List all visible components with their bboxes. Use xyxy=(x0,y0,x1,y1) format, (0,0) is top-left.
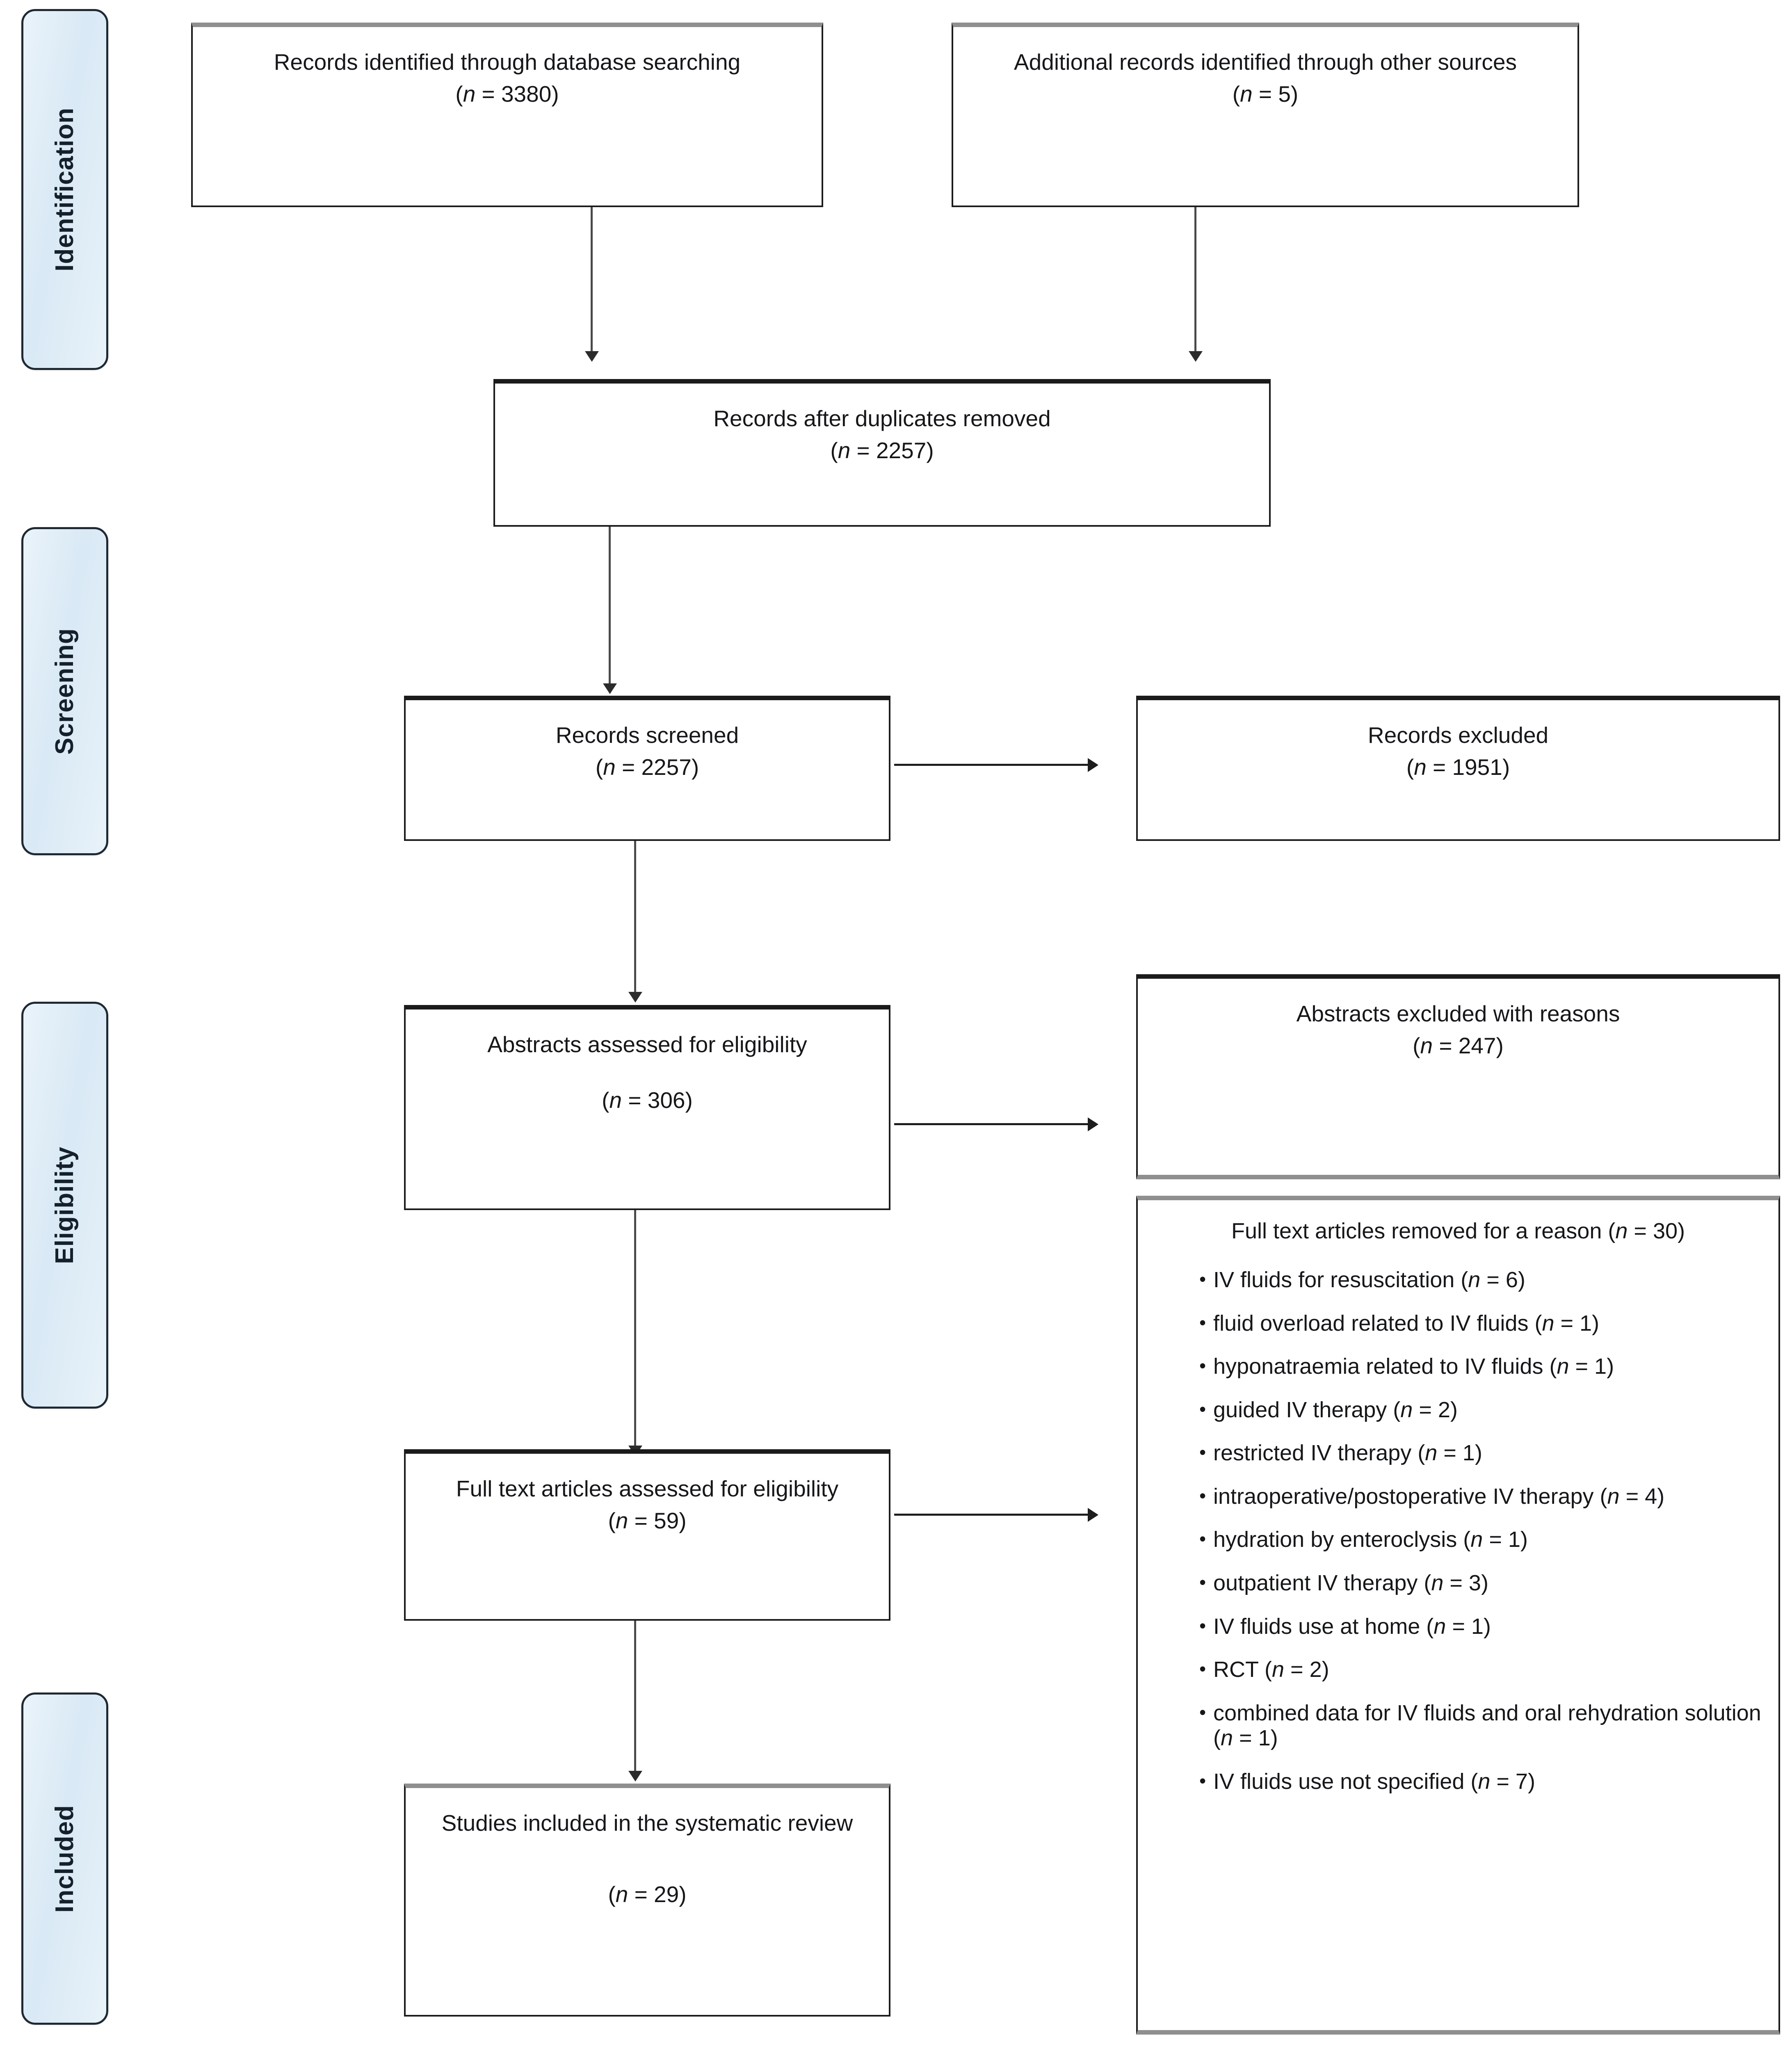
list-item: hyponatraemia related to IV fluids (n = … xyxy=(1199,1354,1762,1380)
list-item: fluid overload related to IV fluids (n =… xyxy=(1199,1311,1762,1336)
box-records-after-duplicates: Records after duplicates removed (n = 22… xyxy=(493,379,1271,527)
list-item: IV fluids use at home (n = 1) xyxy=(1199,1614,1762,1640)
box-fulltext-removed-reasons: Full text articles removed for a reason … xyxy=(1136,1196,1780,2035)
box-fulltext-assessed: Full text articles assessed for eligibil… xyxy=(404,1449,890,1621)
list-item: IV fluids use not specified (n = 7) xyxy=(1199,1769,1762,1795)
stage-label-included: Included xyxy=(50,1804,79,1913)
box-count-abstracts-assessed: (n = 306) xyxy=(602,1087,693,1113)
box-studies-included: Studies included in the systematic revie… xyxy=(404,1784,890,2017)
stage-pill-included: Included xyxy=(21,1692,108,2025)
box-count-database-search: (n = 3380) xyxy=(455,81,559,107)
box-count-fulltext-assessed: (n = 59) xyxy=(608,1508,687,1534)
box-title-fulltext-assessed: Full text articles assessed for eligibil… xyxy=(456,1476,839,1501)
box-records-excluded: Records excluded (n = 1951) xyxy=(1136,696,1780,841)
box-abstracts-excluded: Abstracts excluded with reasons (n = 247… xyxy=(1136,974,1780,1179)
connector-duplicates-to-screened xyxy=(609,527,611,685)
connector-abstracts-to-fulltext xyxy=(634,1210,636,1448)
box-title-database-search: Records identified through database sear… xyxy=(274,49,741,75)
stage-label-eligibility: Eligibility xyxy=(50,1146,79,1264)
box-title-duplicates-removed: Records after duplicates removed xyxy=(713,406,1051,431)
arrowhead-fulltext-to-included xyxy=(628,1771,642,1781)
stage-label-screening: Screening xyxy=(50,628,79,755)
box-records-identified-database: Records identified through database sear… xyxy=(191,23,823,207)
box-abstracts-assessed: Abstracts assessed for eligibility (n = … xyxy=(404,1005,890,1210)
box-records-screened: Records screened (n = 2257) xyxy=(404,696,890,841)
stage-pill-eligibility: Eligibility xyxy=(21,1002,108,1409)
list-item: IV fluids for resuscitation (n = 6) xyxy=(1199,1268,1762,1293)
list-item: guided IV therapy (n = 2) xyxy=(1199,1398,1762,1423)
connector-screened-to-abstracts xyxy=(634,841,636,994)
list-item: intraoperative/postoperative IV therapy … xyxy=(1199,1484,1762,1510)
reasons-title: Full text articles removed for a reason … xyxy=(1231,1219,1685,1243)
box-count-studies-included: (n = 29) xyxy=(608,1882,687,1907)
arrowhead-duplicates-to-screened xyxy=(603,683,617,694)
arrowhead-database-to-duplicates xyxy=(585,351,599,362)
arrowhead-fulltext-to-reasons xyxy=(1088,1508,1098,1522)
list-item: RCT (n = 2) xyxy=(1199,1657,1762,1683)
box-title-studies-included: Studies included in the systematic revie… xyxy=(441,1810,853,1836)
stage-pill-screening: Screening xyxy=(21,527,108,855)
stage-label-identification: Identification xyxy=(50,107,79,272)
box-title-abstracts-assessed: Abstracts assessed for eligibility xyxy=(487,1032,807,1057)
reasons-list: IV fluids for resuscitation (n = 6) flui… xyxy=(1154,1268,1762,1794)
stage-pill-identification: Identification xyxy=(21,9,108,370)
arrowhead-other-to-duplicates xyxy=(1189,351,1203,362)
box-title-records-screened: Records screened xyxy=(555,722,739,748)
box-title-abstracts-excluded: Abstracts excluded with reasons xyxy=(1296,1001,1620,1026)
connector-fulltext-to-included xyxy=(634,1621,636,1772)
connector-fulltext-to-reasons xyxy=(894,1514,1089,1516)
arrowhead-screened-to-abstracts xyxy=(628,992,642,1003)
box-records-identified-other: Additional records identified through ot… xyxy=(952,23,1579,207)
list-item: restricted IV therapy (n = 1) xyxy=(1199,1441,1762,1466)
box-count-duplicates-removed: (n = 2257) xyxy=(830,438,934,464)
box-count-records-excluded: (n = 1951) xyxy=(1406,754,1510,780)
list-item: combined data for IV fluids and oral reh… xyxy=(1199,1701,1762,1751)
arrowhead-screened-to-excluded xyxy=(1088,758,1098,772)
box-count-records-screened: (n = 2257) xyxy=(595,754,699,780)
box-title-records-excluded: Records excluded xyxy=(1367,722,1549,748)
connector-abstracts-to-excluded xyxy=(894,1123,1089,1125)
connector-other-to-duplicates xyxy=(1194,207,1196,353)
box-count-abstracts-excluded: (n = 247) xyxy=(1413,1033,1504,1059)
arrowhead-abstracts-to-excluded xyxy=(1088,1117,1098,1131)
box-title-other-sources: Additional records identified through ot… xyxy=(1014,49,1517,75)
list-item: hydration by enteroclysis (n = 1) xyxy=(1199,1527,1762,1553)
list-item: outpatient IV therapy (n = 3) xyxy=(1199,1571,1762,1596)
connector-database-to-duplicates xyxy=(591,207,593,353)
connector-screened-to-excluded xyxy=(894,764,1089,766)
box-count-other-sources: (n = 5) xyxy=(1232,81,1299,107)
